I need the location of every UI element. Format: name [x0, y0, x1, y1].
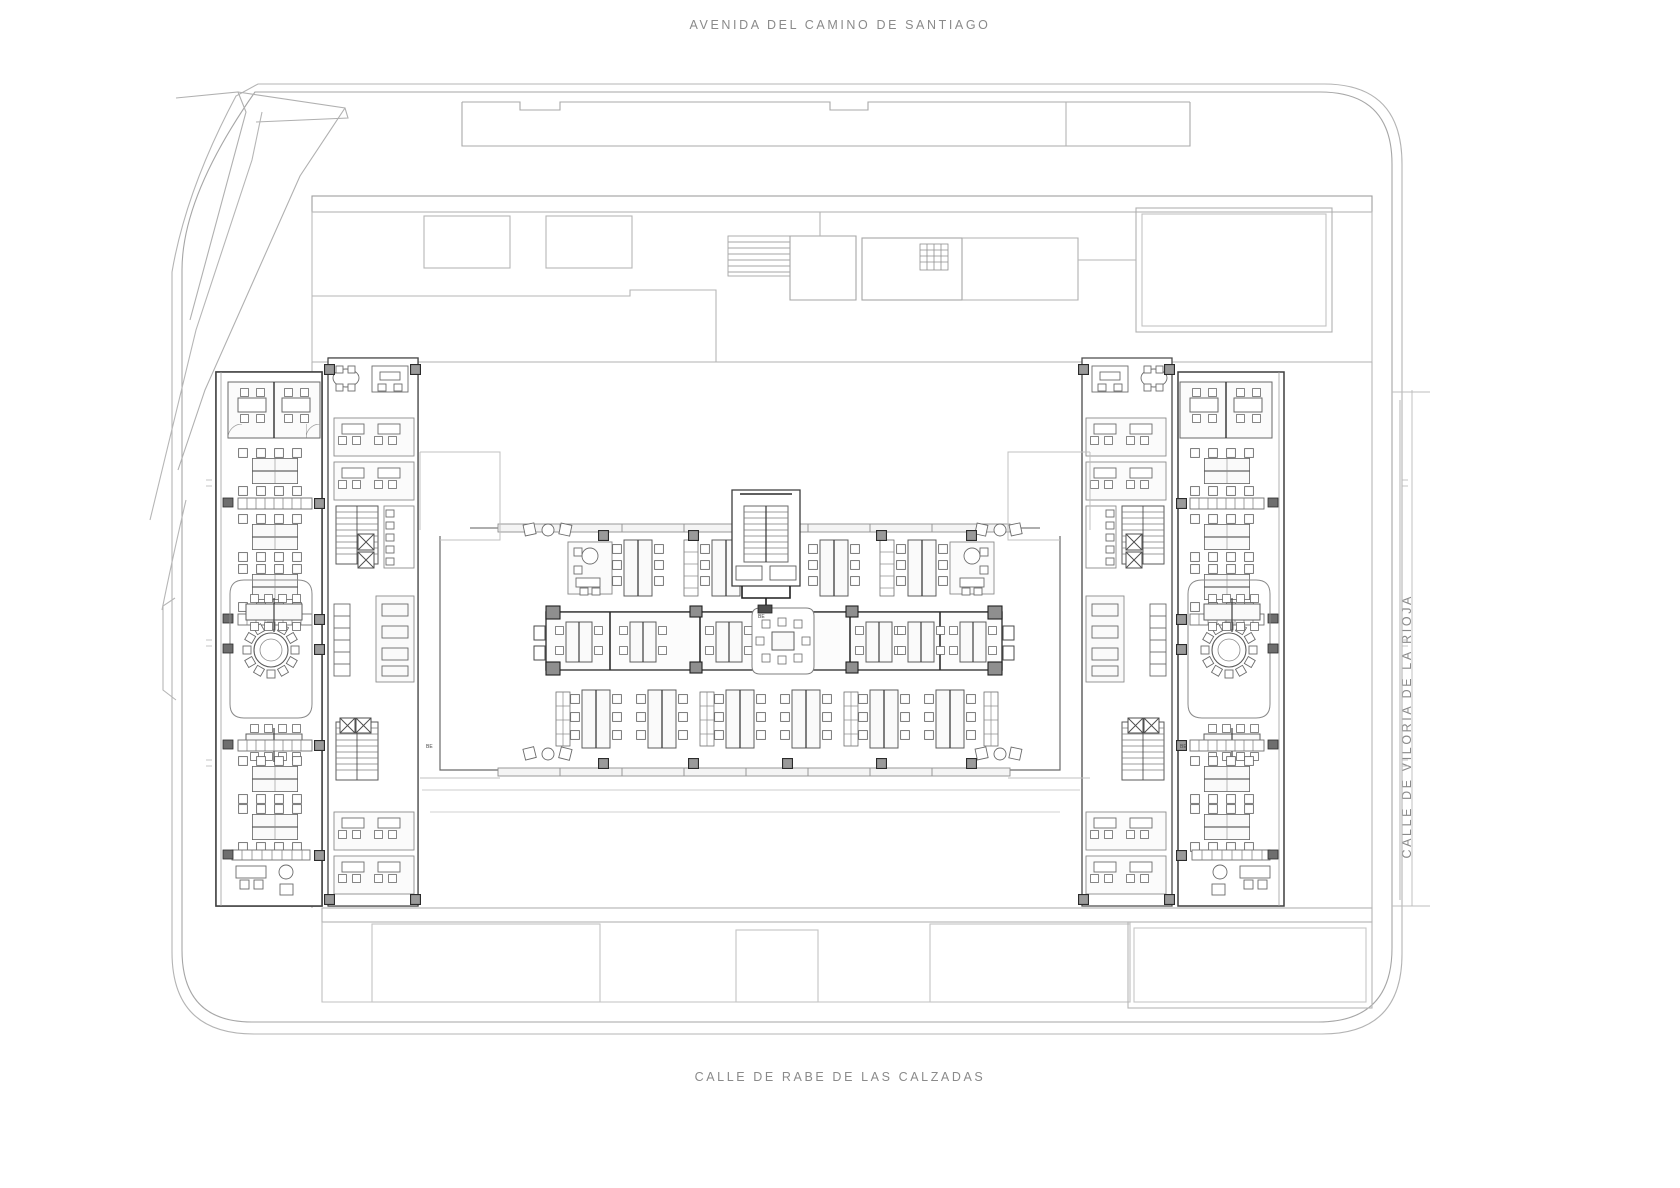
dimension-ticks	[206, 479, 1408, 767]
east-wing	[1176, 371, 1285, 907]
site-boundary	[149, 83, 1430, 1035]
svg-text:BE: BE	[426, 744, 433, 750]
street-label-south: CALLE DE RABE DE LAS CALZADAS	[694, 1070, 986, 1084]
east-toilets	[1085, 505, 1117, 569]
west-service-core	[324, 357, 421, 907]
courtyard-outlines	[419, 451, 1091, 813]
se-office-block	[1176, 739, 1279, 896]
street-label-north: AVENIDA DEL CAMINO DE SANTIAGO	[689, 18, 991, 32]
locker-bank	[237, 497, 313, 510]
lift-shaft	[357, 533, 375, 569]
west-wing	[215, 371, 325, 907]
plan-annotations: BE BE BE	[426, 614, 1187, 750]
central-collab-pod	[751, 607, 815, 675]
central-spine	[439, 489, 1061, 777]
central-core-stair	[731, 489, 801, 614]
east-service-core	[1078, 357, 1175, 907]
svg-text:BE: BE	[758, 614, 765, 620]
svg-text:BE: BE	[1180, 744, 1187, 750]
workstation-row-middle	[533, 605, 1015, 676]
column	[222, 497, 234, 508]
sw-office-block	[222, 739, 325, 896]
workstation-row-south	[555, 689, 999, 769]
west-toilets	[383, 505, 415, 569]
workstation-row-north	[567, 530, 995, 597]
ne-office-block	[1176, 381, 1279, 626]
lounge-seating	[522, 522, 573, 537]
